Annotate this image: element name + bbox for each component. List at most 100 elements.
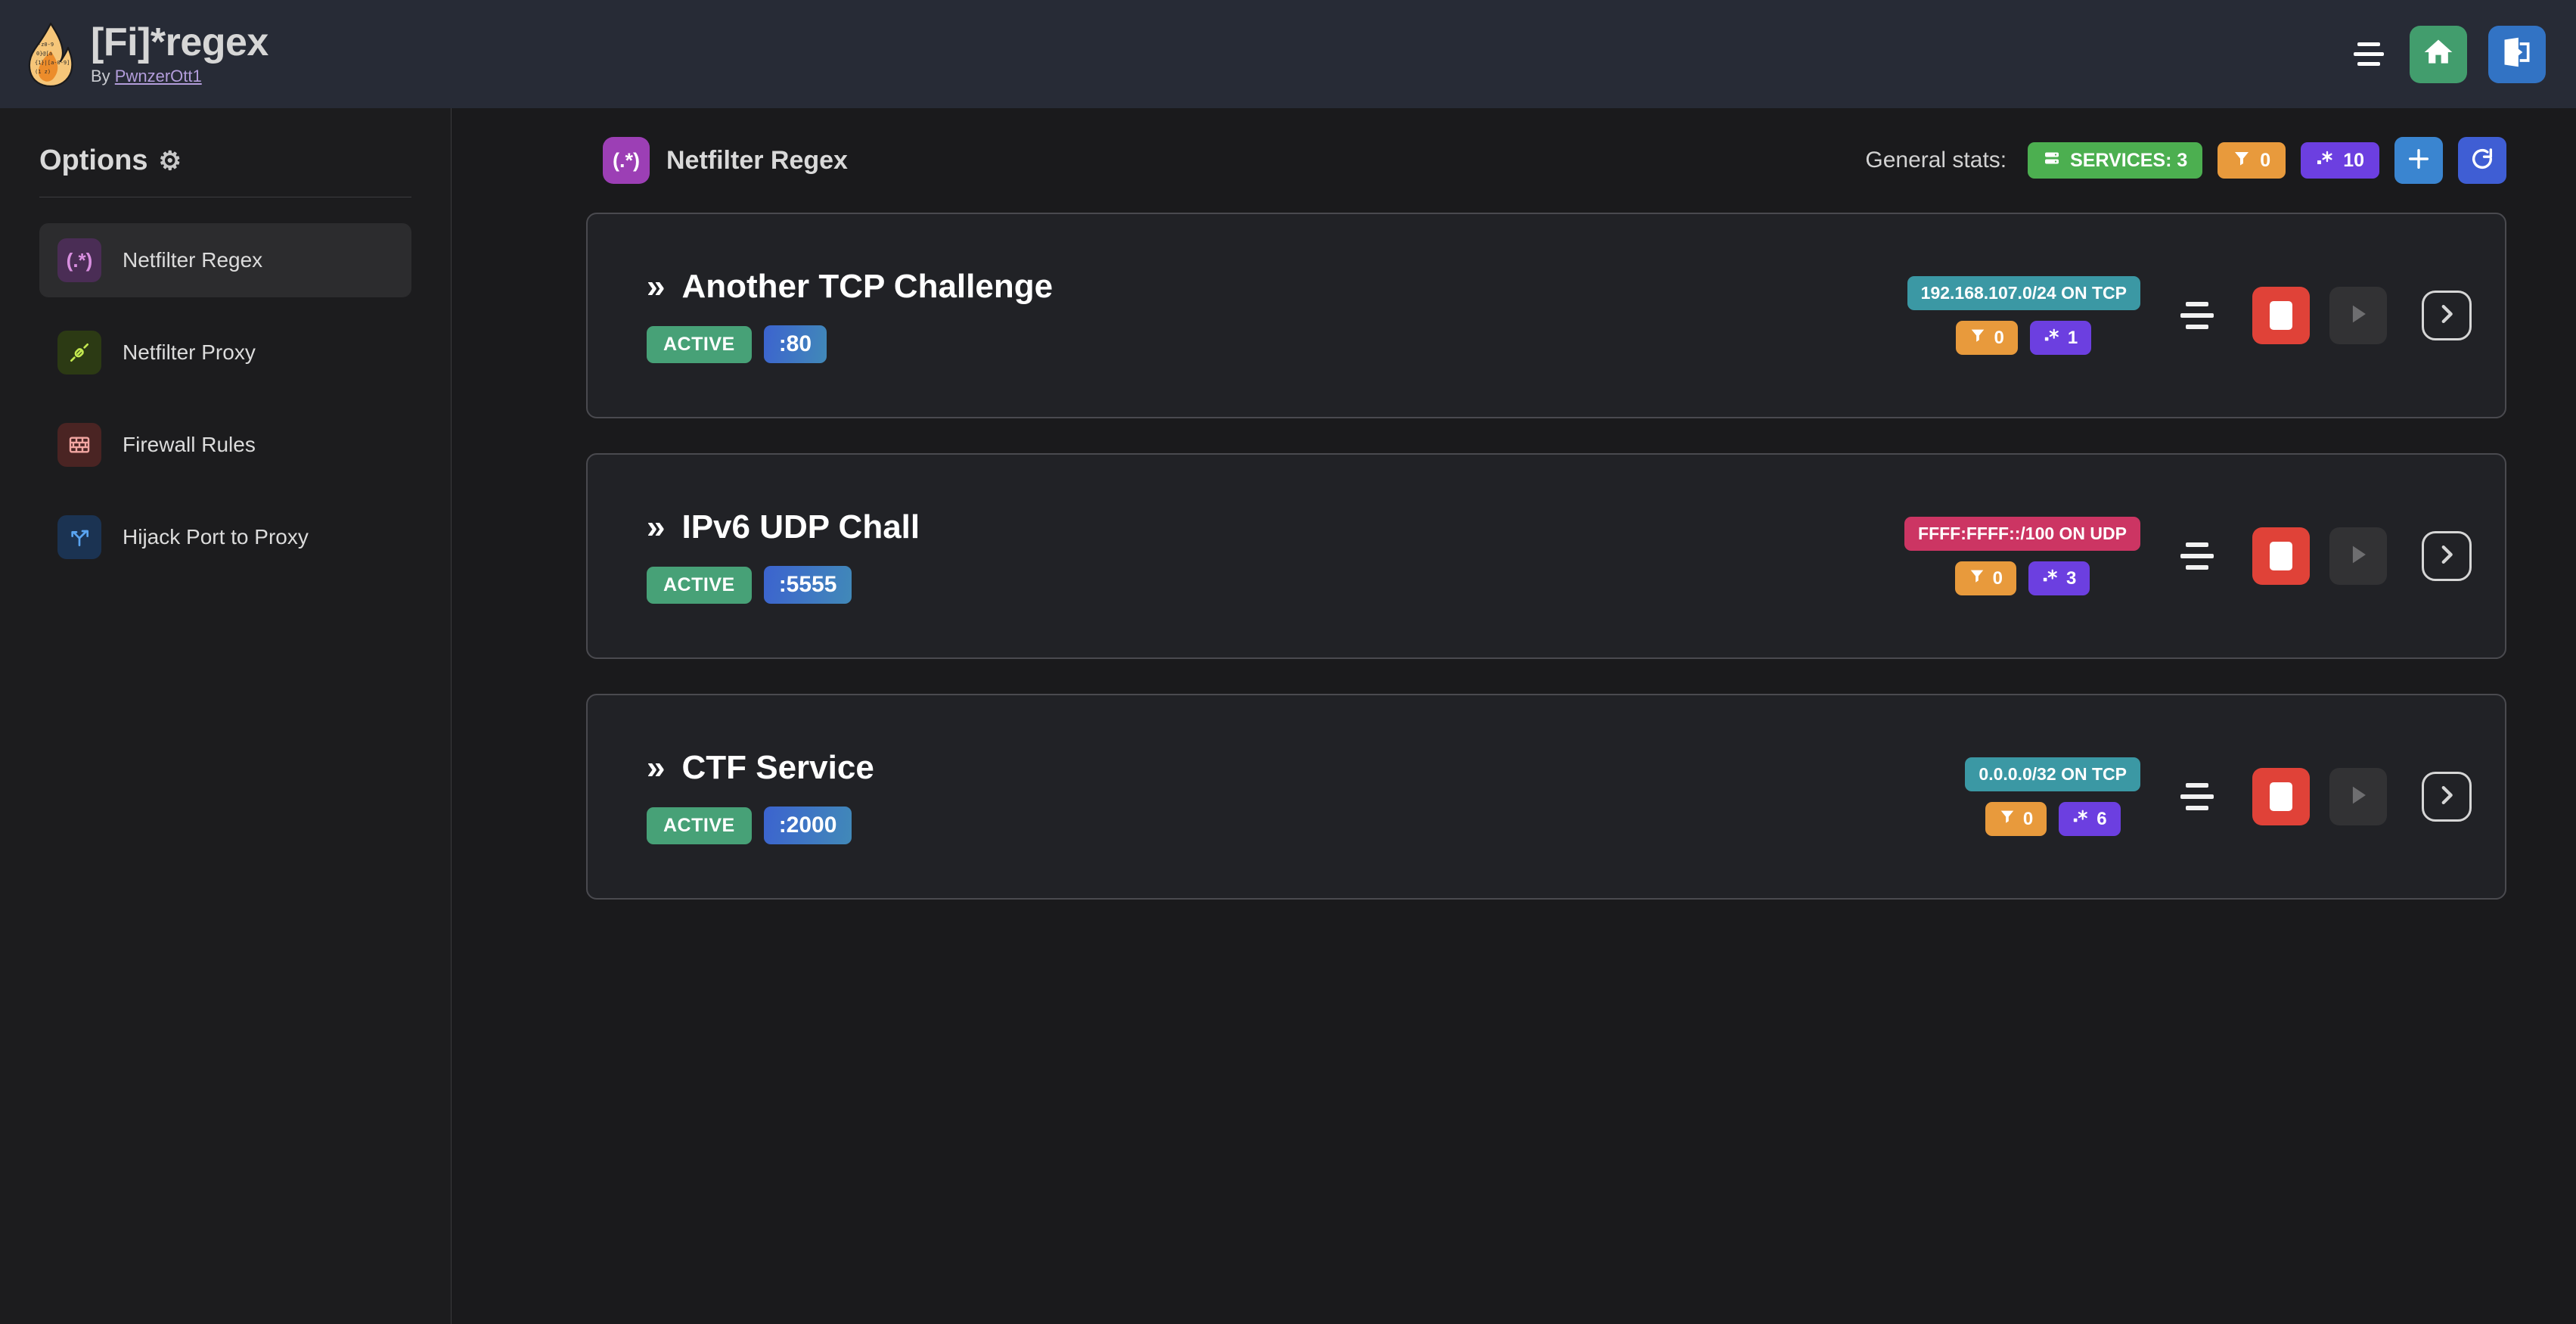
header-actions xyxy=(2349,25,2546,83)
port-badge: :80 xyxy=(763,325,827,363)
plus-icon xyxy=(2406,146,2432,176)
drag-handle-icon[interactable] xyxy=(2175,293,2219,338)
filter-icon xyxy=(1969,327,1986,349)
general-stats: General stats: SERVICES: 3 0 xyxy=(1865,137,2506,184)
sidebar-heading: Options ⚙ xyxy=(39,132,411,192)
double-chevron-icon: » xyxy=(647,749,666,786)
regex-dot-star-icon xyxy=(2042,567,2059,589)
sidebar-item-netfilter-proxy[interactable]: Netfilter Proxy xyxy=(39,315,411,390)
brand: -z0-9 0}@[a {1}|[a-0-9] (1 z) [Fi]*regex… xyxy=(27,22,268,87)
filter-count-badge: 0 xyxy=(1954,561,2016,595)
stop-icon xyxy=(2270,782,2292,811)
stop-button[interactable] xyxy=(2252,527,2310,585)
filters-count-label: 0 xyxy=(2260,149,2271,171)
service-network-info: 192.168.107.0/24 ON TCP 0 1 xyxy=(1907,276,2140,355)
filter-count-badge: 0 xyxy=(1985,802,2047,836)
logout-button[interactable] xyxy=(2488,25,2546,83)
logout-icon xyxy=(2500,36,2534,73)
refresh-icon xyxy=(2469,146,2495,176)
regex-count-label: 3 xyxy=(2066,567,2077,589)
play-button[interactable] xyxy=(2329,768,2387,825)
service-card-info: » Another TCP Challenge ACTIVE :80 xyxy=(647,268,1053,363)
main-header: (.*) Netfilter Regex General stats: SERV… xyxy=(452,108,2576,184)
drag-handle-icon[interactable] xyxy=(2175,533,2219,579)
regex-count-badge: 1 xyxy=(2029,321,2092,355)
chevron-right-icon xyxy=(2434,301,2460,331)
drag-handle-icon[interactable] xyxy=(2175,774,2219,819)
chevron-right-icon xyxy=(2434,782,2460,812)
svg-text:(1 z): (1 z) xyxy=(35,69,51,75)
double-chevron-icon: » xyxy=(647,508,666,545)
service-list: » Another TCP Challenge ACTIVE :80 192.1… xyxy=(452,184,2576,900)
service-title: CTF Service xyxy=(681,749,874,786)
regex-count-label: 1 xyxy=(2067,327,2078,348)
service-card[interactable]: » IPv6 UDP Chall ACTIVE :5555 FFFF:FFFF:… xyxy=(586,453,2506,659)
open-service-button[interactable] xyxy=(2422,772,2472,822)
play-button[interactable] xyxy=(2329,527,2387,585)
filter-icon xyxy=(1969,567,1985,589)
add-service-button[interactable] xyxy=(2394,137,2443,184)
stop-button[interactable] xyxy=(2252,768,2310,825)
service-card-info: » IPv6 UDP Chall ACTIVE :5555 xyxy=(647,508,920,604)
service-counts: 0 3 xyxy=(1954,561,2090,595)
fork-arrow-icon xyxy=(57,515,101,559)
main-content: (.*) Netfilter Regex General stats: SERV… xyxy=(452,108,2576,1324)
open-service-button[interactable] xyxy=(2422,291,2472,340)
filter-icon xyxy=(1999,808,2016,830)
double-chevron-icon: » xyxy=(647,268,666,305)
sidebar-heading-label: Options xyxy=(39,145,148,176)
gear-icon: ⚙ xyxy=(158,146,182,176)
page-title-wrap: (.*) Netfilter Regex xyxy=(603,137,848,184)
regex-dot-star-icon xyxy=(2316,149,2334,172)
service-title-row: » Another TCP Challenge xyxy=(647,268,1053,306)
stop-button[interactable] xyxy=(2252,287,2310,344)
sidebar-item-firewall-rules[interactable]: Firewall Rules xyxy=(39,408,411,482)
author-link[interactable]: PwnzerOtt1 xyxy=(114,66,202,85)
general-stats-label: General stats: xyxy=(1865,148,2007,172)
network-badge: 0.0.0.0/32 ON TCP xyxy=(1965,757,2140,791)
service-title: Another TCP Challenge xyxy=(681,268,1054,305)
sidebar: Options ⚙ (.*) Netfilter Regex Netfilter… xyxy=(0,108,452,1324)
sidebar-item-netfilter-regex[interactable]: (.*) Netfilter Regex xyxy=(39,223,411,297)
service-card-controls: 0.0.0.0/32 ON TCP 0 6 xyxy=(1965,757,2472,836)
sidebar-item-label: Netfilter Regex xyxy=(123,248,263,272)
brick-wall-icon xyxy=(57,423,101,467)
sidebar-item-label: Firewall Rules xyxy=(123,433,256,456)
server-icon xyxy=(2043,149,2061,172)
service-card[interactable]: » CTF Service ACTIVE :2000 0.0.0.0/32 ON… xyxy=(586,694,2506,900)
hamburger-icon[interactable] xyxy=(2349,38,2388,71)
regex-count-badge: 6 xyxy=(2059,802,2121,836)
service-badges: ACTIVE :5555 xyxy=(647,566,920,604)
svg-text:{1}|[a-0-9]: {1}|[a-0-9] xyxy=(35,60,70,66)
status-badge-filters[interactable]: 0 xyxy=(2218,142,2286,179)
status-badge: ACTIVE xyxy=(647,566,752,604)
flame-regex-logo-icon: -z0-9 0}@[a {1}|[a-0-9] (1 z) xyxy=(27,22,74,87)
play-icon xyxy=(2345,301,2371,331)
stop-icon xyxy=(2270,301,2292,330)
by-prefix: By xyxy=(91,66,115,85)
author-line: By PwnzerOtt1 xyxy=(91,67,268,86)
home-button[interactable] xyxy=(2410,25,2467,83)
service-card[interactable]: » Another TCP Challenge ACTIVE :80 192.1… xyxy=(586,213,2506,418)
network-badge: FFFF:FFFF::/100 ON UDP xyxy=(1904,517,2140,551)
regex-icon: (.*) xyxy=(603,137,650,184)
home-icon xyxy=(2422,36,2455,73)
regex-count-badge: 3 xyxy=(2028,561,2090,595)
play-button[interactable] xyxy=(2329,287,2387,344)
status-badge-regex-rules[interactable]: 10 xyxy=(2301,142,2379,179)
service-network-info: FFFF:FFFF::/100 ON UDP 0 3 xyxy=(1904,517,2140,595)
plug-icon xyxy=(57,331,101,375)
open-service-button[interactable] xyxy=(2422,531,2472,581)
service-card-controls: 192.168.107.0/24 ON TCP 0 1 xyxy=(1907,276,2472,355)
service-counts: 0 1 xyxy=(1956,321,2092,355)
service-card-info: » CTF Service ACTIVE :2000 xyxy=(647,749,874,844)
service-badges: ACTIVE :2000 xyxy=(647,807,874,844)
refresh-button[interactable] xyxy=(2458,137,2506,184)
filter-count-label: 0 xyxy=(2022,808,2034,829)
filter-count-label: 0 xyxy=(1992,567,2003,589)
page-title: Netfilter Regex xyxy=(666,145,848,175)
sidebar-item-label: Hijack Port to Proxy xyxy=(123,525,309,549)
sidebar-item-hijack-port-to-proxy[interactable]: Hijack Port to Proxy xyxy=(39,500,411,574)
status-badge-services[interactable]: SERVICES: 3 xyxy=(2028,142,2203,179)
play-icon xyxy=(2345,782,2371,812)
